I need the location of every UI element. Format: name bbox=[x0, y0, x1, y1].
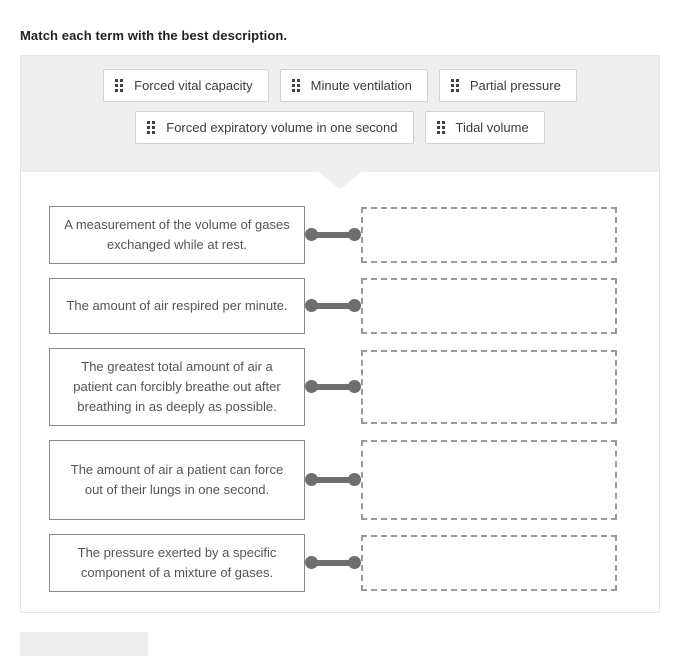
drop-zone[interactable] bbox=[361, 535, 617, 591]
drop-zone[interactable] bbox=[361, 440, 617, 520]
drag-handle-dots-icon[interactable] bbox=[147, 121, 156, 134]
drop-zone[interactable] bbox=[361, 350, 617, 424]
drop-zone[interactable] bbox=[361, 278, 617, 334]
matching-row: The amount of air a patient can force ou… bbox=[21, 440, 659, 520]
term-tile-label: Partial pressure bbox=[469, 78, 561, 93]
footer-button[interactable] bbox=[20, 632, 148, 656]
description-box: A measurement of the volume of gases exc… bbox=[49, 206, 305, 264]
term-tile-forced-vital-capacity[interactable]: Forced vital capacity bbox=[103, 69, 269, 102]
connector-icon bbox=[305, 228, 361, 242]
drag-handle-dots-icon[interactable] bbox=[291, 79, 300, 92]
connector-icon bbox=[305, 299, 361, 313]
drop-zone[interactable] bbox=[361, 207, 617, 263]
matching-row: The greatest total amount of air a patie… bbox=[21, 348, 659, 426]
description-box: The amount of air a patient can force ou… bbox=[49, 440, 305, 520]
description-box: The amount of air respired per minute. bbox=[49, 278, 305, 334]
matching-rows: A measurement of the volume of gases exc… bbox=[21, 206, 659, 606]
drag-handle-dots-icon[interactable] bbox=[450, 79, 459, 92]
matching-row: The pressure exerted by a specific compo… bbox=[21, 534, 659, 592]
matching-row: The amount of air respired per minute. bbox=[21, 278, 659, 334]
term-tile-partial-pressure[interactable]: Partial pressure bbox=[438, 69, 577, 102]
term-tile-tidal-volume[interactable]: Tidal volume bbox=[424, 111, 545, 144]
description-box: The greatest total amount of air a patie… bbox=[49, 348, 305, 426]
term-tile-label: Tidal volume bbox=[455, 120, 529, 135]
term-tile-label: Forced vital capacity bbox=[134, 78, 253, 93]
description-box: The pressure exerted by a specific compo… bbox=[49, 534, 305, 592]
drag-handle-dots-icon[interactable] bbox=[115, 79, 124, 92]
tile-bank-row-1: Forced vital capacity Minute ventilation… bbox=[21, 69, 659, 102]
page-title: Match each term with the best descriptio… bbox=[20, 28, 288, 43]
connector-icon bbox=[305, 556, 361, 570]
connector-icon bbox=[305, 473, 361, 487]
matching-row: A measurement of the volume of gases exc… bbox=[21, 206, 659, 264]
drag-handle-dots-icon[interactable] bbox=[436, 121, 445, 134]
connector-icon bbox=[305, 380, 361, 394]
bank-pointer-triangle-icon bbox=[318, 172, 362, 189]
term-tile-label: Forced expiratory volume in one second bbox=[166, 120, 398, 135]
tile-bank-row-2: Forced expiratory volume in one second T… bbox=[21, 111, 659, 144]
matching-exercise-panel: Forced vital capacity Minute ventilation… bbox=[20, 55, 660, 613]
term-tile-bank: Forced vital capacity Minute ventilation… bbox=[21, 56, 659, 172]
term-tile-forced-expiratory-volume-in-one-second[interactable]: Forced expiratory volume in one second bbox=[135, 111, 414, 144]
term-tile-minute-ventilation[interactable]: Minute ventilation bbox=[279, 69, 428, 102]
term-tile-label: Minute ventilation bbox=[310, 78, 412, 93]
